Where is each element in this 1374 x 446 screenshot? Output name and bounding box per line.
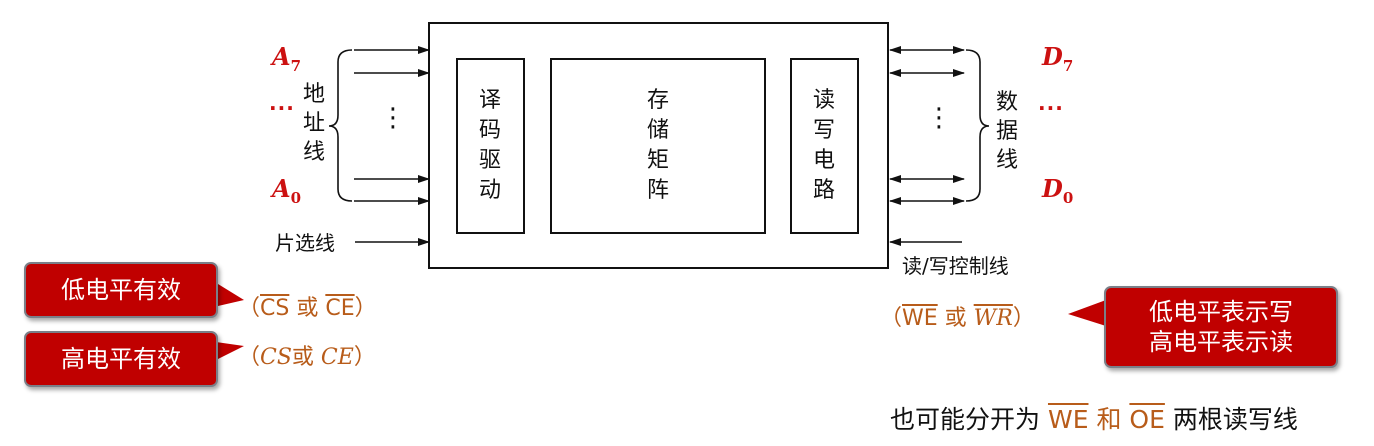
callout-pointer	[218, 284, 244, 306]
we-annotation: （WE 或 WR）	[880, 306, 1035, 331]
rw-circuit-block	[790, 58, 859, 234]
we-signal: WE	[1047, 405, 1089, 434]
data-ellipsis: ···	[1038, 96, 1064, 120]
decoder-block	[456, 58, 525, 234]
rw-control-label: 读/写控制线	[902, 254, 1009, 278]
cs-high-annotation: （CS或 CE）	[238, 345, 376, 370]
rw-circuit-label: 读 写 电 路	[812, 88, 835, 203]
address-brace	[328, 49, 353, 202]
rw-meaning-callout: 低电平表示写 高电平表示读	[1104, 286, 1338, 368]
pin-d7: D7	[1042, 42, 1074, 75]
cs-low-annotation: （CS 或 CE）	[238, 296, 377, 321]
we-signal: WE	[902, 306, 938, 331]
cs-signal: CS	[260, 345, 292, 370]
bottom-note: 也可能分开为 WE 和 OE 两根读写线	[890, 405, 1298, 434]
ce-signal: CE	[325, 296, 355, 321]
callout-pointer	[216, 342, 244, 360]
oe-signal: OE	[1129, 405, 1165, 434]
data-vdots: ⋮	[926, 103, 952, 133]
pin-a0: A0	[272, 174, 302, 207]
chip-outline	[428, 22, 889, 269]
address-line-label: 地 址 线	[302, 82, 325, 165]
low-active-callout: 低电平有效	[24, 262, 218, 318]
matrix-block	[550, 58, 766, 234]
chip-select-label: 片选线	[275, 231, 335, 255]
decoder-label: 译 码 驱 动	[478, 88, 501, 203]
wr-signal: WR	[973, 306, 1013, 331]
address-vdots: ⋮	[380, 103, 406, 133]
data-line-label: 数 据 线	[995, 90, 1018, 173]
cs-signal: CS	[260, 296, 290, 321]
ce-signal: CE	[320, 345, 354, 370]
pin-a7: A7	[272, 42, 302, 75]
address-ellipsis: ···	[269, 96, 295, 120]
high-active-callout: 高电平有效	[24, 331, 218, 387]
matrix-label: 存 储 矩 阵	[646, 88, 669, 203]
data-brace	[965, 49, 990, 202]
callout-pointer	[1068, 300, 1106, 326]
pin-d0: D0	[1042, 174, 1074, 207]
